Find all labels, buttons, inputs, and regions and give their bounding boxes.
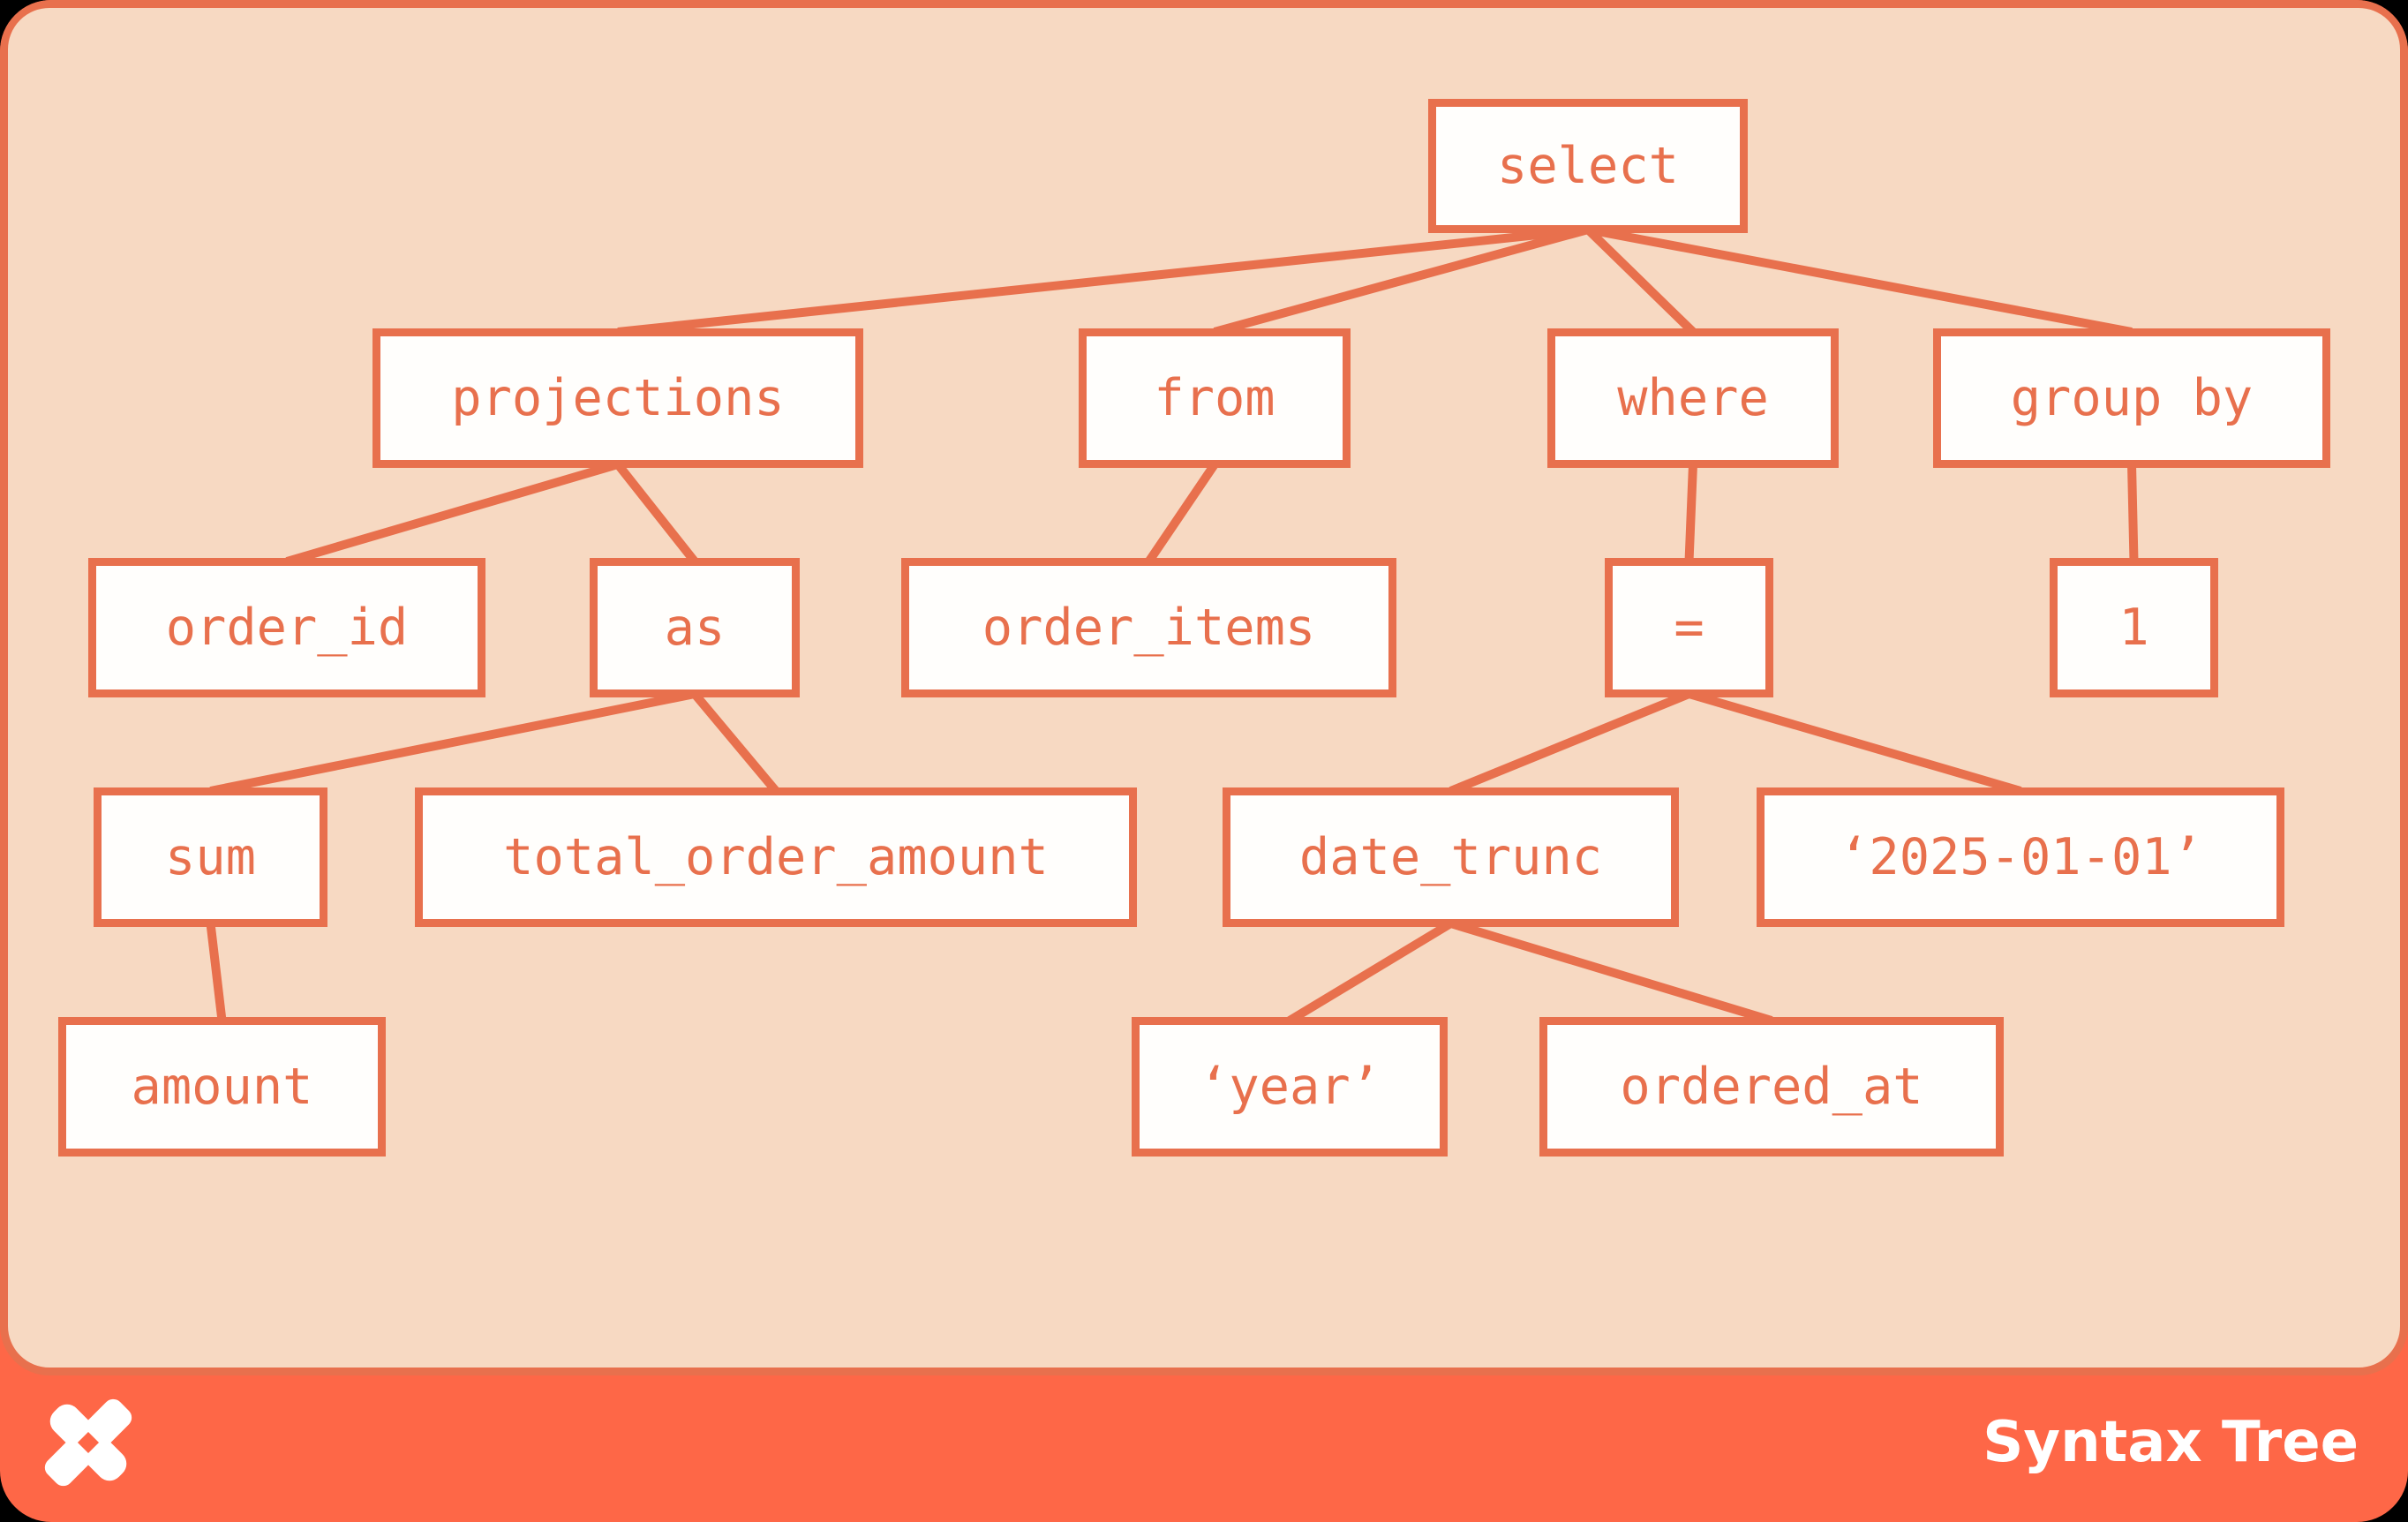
tree-edge-select-from: [1213, 225, 1590, 336]
tree-node-from: from: [1079, 328, 1351, 468]
tree-node-sum: sum: [94, 787, 327, 927]
pinwheel-logo-icon: [41, 1395, 136, 1490]
tree-node-order_items: order_items: [901, 558, 1396, 697]
tree-edge-select-projections: [617, 225, 1589, 336]
tree-node-date_literal: ‘2025-01-01’: [1757, 787, 2284, 927]
tree-edge-select-group_by: [1587, 225, 2133, 336]
tree-edge-where-eq: [1684, 463, 1697, 562]
tree-edge-projections-as: [614, 461, 698, 565]
tree-node-as: as: [590, 558, 800, 697]
tree-node-total_order_amount: total_order_amount: [415, 787, 1137, 927]
tree-node-eq: =: [1605, 558, 1773, 697]
tree-edge-date_trunc-year_literal: [1287, 919, 1454, 1025]
tree-node-one: 1: [2050, 558, 2218, 697]
tree-edge-sum-amount: [206, 923, 227, 1021]
tree-node-projections: projections: [372, 328, 863, 468]
tree-edge-select-where: [1584, 226, 1697, 335]
tree-node-ordered_at: ordered_at: [1539, 1017, 2004, 1157]
tree-edge-eq-date_trunc: [1449, 689, 1691, 795]
tree-node-where: where: [1547, 328, 1839, 468]
footer-title: Syntax Tree: [1983, 1410, 2359, 1475]
footer-bar: Syntax Tree: [0, 1375, 2408, 1522]
tree-edge-as-total_order_amount: [691, 690, 779, 795]
tree-edge-group_by-one: [2127, 463, 2139, 562]
tree-edge-projections-order_id: [285, 460, 620, 566]
tree-edge-date_trunc-ordered_at: [1449, 919, 1773, 1025]
tree-edge-from-order_items: [1145, 462, 1219, 564]
tree-node-select: select: [1428, 99, 1748, 233]
tree-node-amount: amount: [58, 1017, 386, 1157]
tree-node-year_literal: ‘year’: [1132, 1017, 1448, 1157]
tree-node-group_by: group by: [1933, 328, 2330, 468]
tree-edge-eq-date_literal: [1688, 689, 2022, 795]
tree-node-order_id: order_id: [88, 558, 485, 697]
tree-node-date_trunc: date_trunc: [1223, 787, 1679, 927]
tree-edge-as-sum: [209, 689, 696, 795]
